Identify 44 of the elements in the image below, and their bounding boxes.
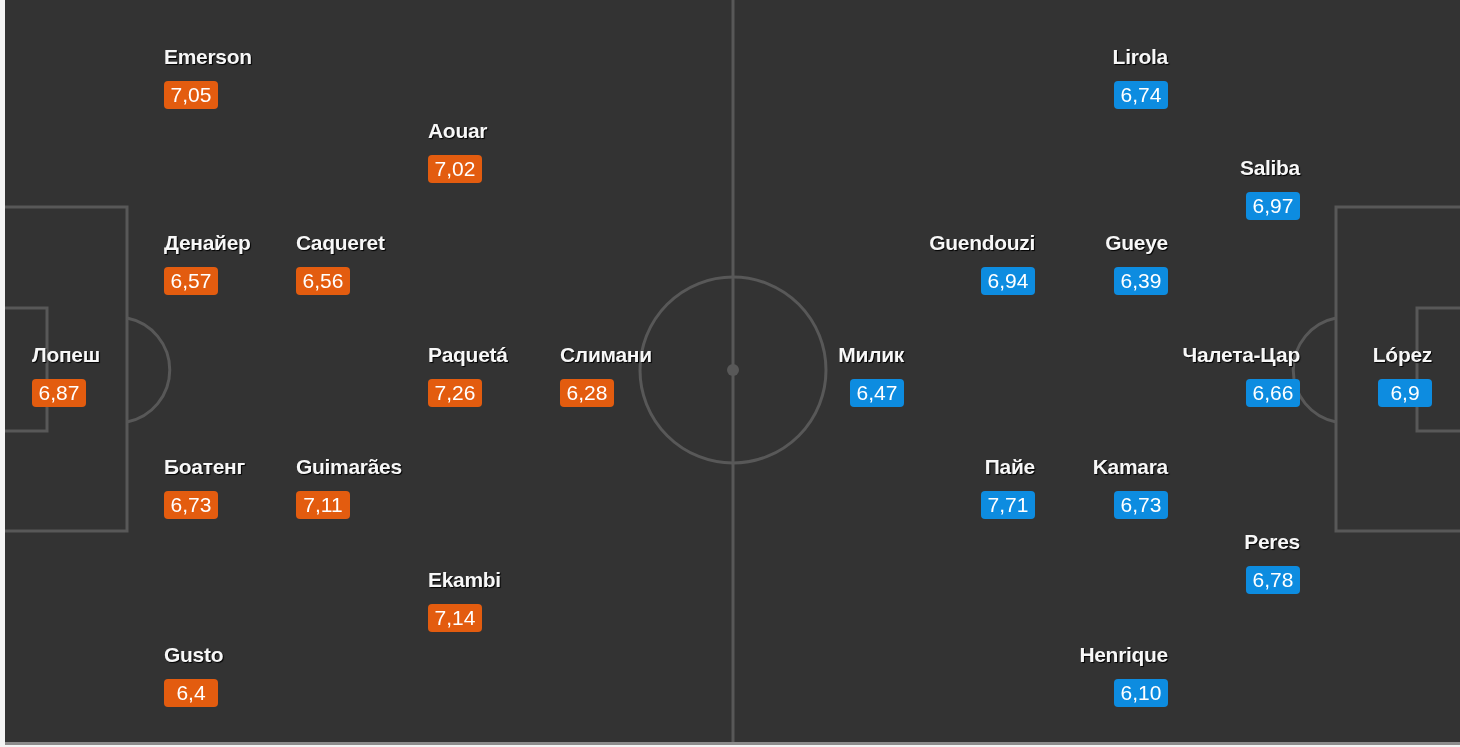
rating-badge: 6,57 [164,267,218,295]
player-name: Kamara [1092,455,1168,479]
rating-badge: 7,02 [428,155,482,183]
rating-badge: 6,97 [1246,192,1300,220]
rating-badge: 6,39 [1114,267,1168,295]
rating-badge: 6,10 [1114,679,1168,707]
player-name: Милик [838,343,904,367]
player-name: Лопеш [32,343,100,367]
rating-badge: 6,94 [981,267,1035,295]
player-name: Чалета-Цар [1182,343,1300,367]
player-name: Saliba [1239,156,1300,180]
player-name: Gusto [164,643,224,667]
rating-badge: 6,78 [1246,566,1300,594]
rating-badge: 6,73 [1114,491,1168,519]
rating-badge: 6,66 [1246,379,1300,407]
player-name: López [1372,343,1432,367]
player-name: Lirola [1112,45,1168,69]
player-name: Боатенг [164,455,245,479]
rating-badge: 7,26 [428,379,482,407]
rating-badge: 7,71 [981,491,1035,519]
player-name: Денайер [164,231,251,255]
player-name: Ekambi [428,568,501,592]
player-name: Aouar [428,119,488,143]
player-name: Guimarães [296,455,402,479]
player-name: Пайе [984,455,1035,479]
rating-badge: 6,73 [164,491,218,519]
rating-badge: 7,05 [164,81,218,109]
player-name: Peres [1244,530,1300,554]
rating-badge: 7,11 [296,491,350,519]
player-name: Gueye [1105,231,1168,255]
player-name: Paquetá [428,343,508,367]
player-name: Emerson [164,45,252,69]
rating-badge: 6,9 [1378,379,1432,407]
rating-badge: 6,56 [296,267,350,295]
player-name: Guendouzi [929,231,1035,255]
rating-badge: 6,28 [560,379,614,407]
rating-badge: 7,14 [428,604,482,632]
player-name: Caqueret [296,231,385,255]
rating-badge: 6,87 [32,379,86,407]
player-name: Henrique [1079,643,1168,667]
rating-badge: 6,47 [850,379,904,407]
rating-badge: 6,74 [1114,81,1168,109]
player-name: Слимани [560,343,652,367]
rating-badge: 6,4 [164,679,218,707]
